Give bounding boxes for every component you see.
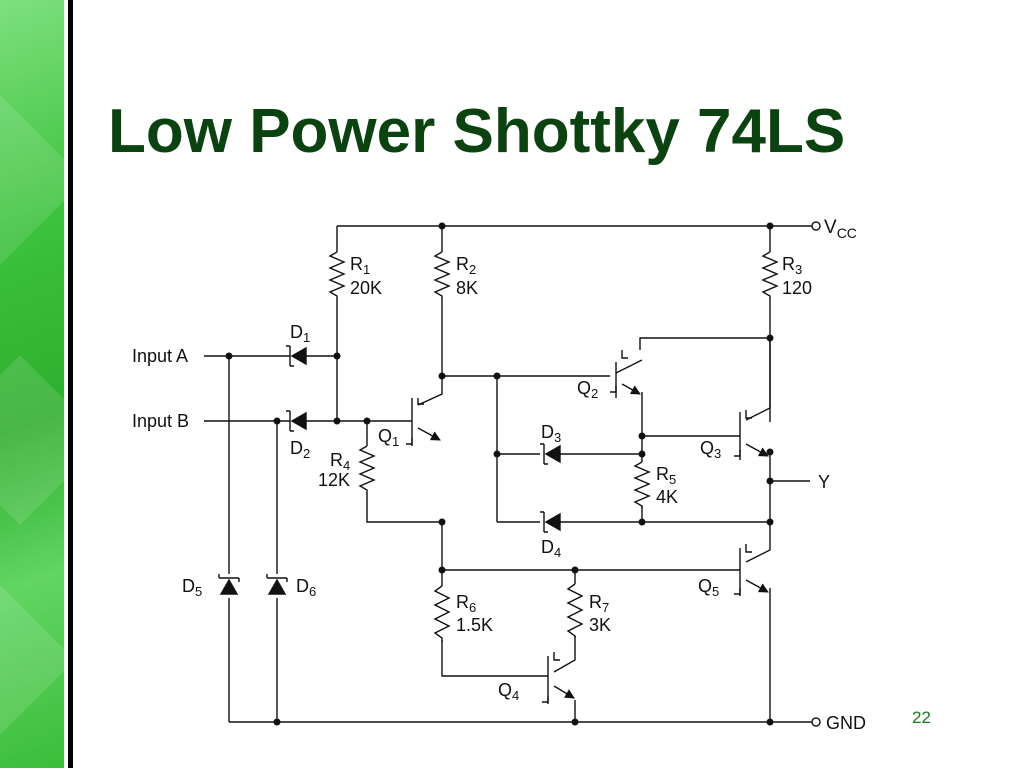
r7-label: R7: [589, 592, 609, 615]
d6-symbol: [267, 578, 287, 595]
wires: [204, 225, 812, 723]
schottky-base-marks: [406, 350, 752, 703]
r2-value: 8K: [456, 278, 478, 298]
d1-label: D1: [290, 322, 310, 345]
gnd-terminal: [811, 717, 821, 727]
r1-label: R1: [350, 254, 370, 277]
input-b-label: Input B: [132, 411, 189, 431]
q3-label: Q3: [700, 438, 721, 461]
r6-label: R6: [456, 592, 476, 615]
slide-title: Low Power Shottky 74LS: [108, 97, 846, 166]
resistors: [328, 251, 779, 642]
page-number: 22: [912, 708, 931, 727]
d3-symbol: [544, 444, 561, 464]
r4-value: 12K: [318, 470, 350, 490]
q4-label: Q4: [498, 680, 519, 703]
d5-label: D5: [182, 576, 202, 599]
d5-symbol: [219, 578, 239, 595]
r4-symbol: [358, 445, 376, 494]
gnd-label: GND: [826, 713, 866, 733]
r5-value: 4K: [656, 487, 678, 507]
junction-dots: [225, 222, 774, 726]
terminals: [811, 221, 821, 727]
vcc-terminal: [811, 221, 821, 231]
r3-symbol: [761, 251, 779, 302]
d2-label: D2: [290, 438, 310, 461]
r4-label: R4: [330, 450, 350, 473]
side-decoration-band: [0, 0, 64, 768]
r1-value: 20K: [350, 278, 382, 298]
r6-symbol: [433, 585, 451, 642]
r2-label: R2: [456, 254, 476, 277]
r5-symbol: [633, 461, 651, 508]
r3-value: 120: [782, 278, 812, 298]
side-gap: [64, 0, 68, 768]
diodes: [218, 345, 561, 595]
r7-value: 3K: [589, 615, 611, 635]
transistor-emitter-arrows: [417, 383, 769, 699]
r7-symbol: [566, 583, 584, 638]
r6-value: 1.5K: [456, 615, 493, 635]
vcc-label: VCC: [824, 217, 857, 241]
r3-label: R3: [782, 254, 802, 277]
d2-symbol: [290, 411, 307, 431]
q1-label: Q1: [378, 426, 399, 449]
side-rule: [68, 0, 73, 768]
input-a-label: Input A: [132, 346, 188, 366]
q5-label: Q5: [698, 576, 719, 599]
d3-label: D3: [541, 422, 561, 445]
labels: VCC GND Y Input A Input B R1 20K R2 8K R…: [132, 217, 866, 733]
d6-label: D6: [296, 576, 316, 599]
d1-symbol: [290, 346, 307, 366]
r5-label: R5: [656, 464, 676, 487]
d4-symbol: [544, 512, 561, 532]
q2-label: Q2: [577, 378, 598, 401]
r2-symbol: [433, 251, 451, 302]
r1-symbol: [328, 251, 346, 302]
d4-label: D4: [541, 537, 561, 560]
output-y-label: Y: [818, 472, 830, 492]
